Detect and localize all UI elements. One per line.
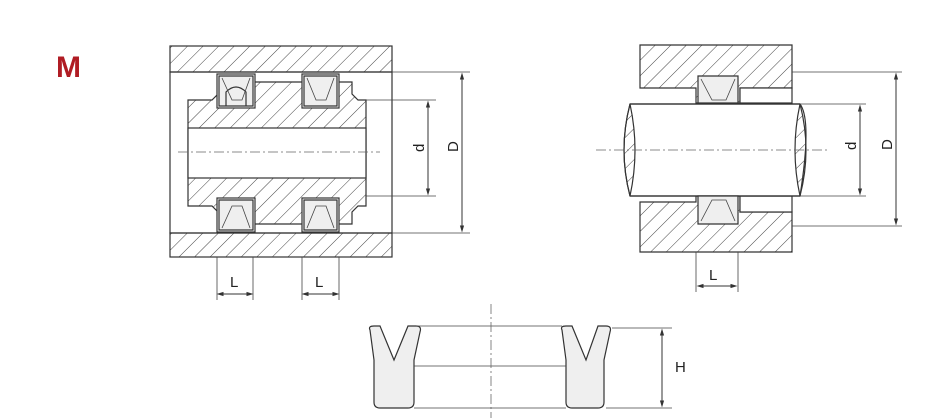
rod-d-label: d (843, 142, 860, 150)
piston-D-label: D (445, 141, 462, 152)
type-code: M (56, 51, 81, 84)
seal-profile-right (560, 325, 612, 409)
u-seal (218, 199, 254, 231)
rod-assembly: d D L (596, 44, 902, 292)
u-seal (303, 75, 338, 107)
u-seal (218, 75, 254, 107)
cylinder-wall-bottom (169, 232, 393, 258)
piston-L2-label: L (315, 274, 323, 291)
rod-L-label: L (709, 267, 717, 284)
section-H-label: H (675, 359, 686, 376)
piston-L1-label: L (230, 274, 238, 291)
cylinder-wall-top (169, 45, 393, 73)
u-seal (303, 199, 338, 231)
piston-d-label: d (411, 144, 428, 152)
piston-assembly: d D L L (169, 45, 470, 300)
rod-D-label: D (879, 139, 896, 150)
u-seal (697, 195, 739, 225)
seal-cross-section: H (368, 304, 686, 418)
piston-bore (187, 127, 367, 179)
seal-profile-left (368, 325, 422, 409)
u-seal (697, 75, 739, 104)
